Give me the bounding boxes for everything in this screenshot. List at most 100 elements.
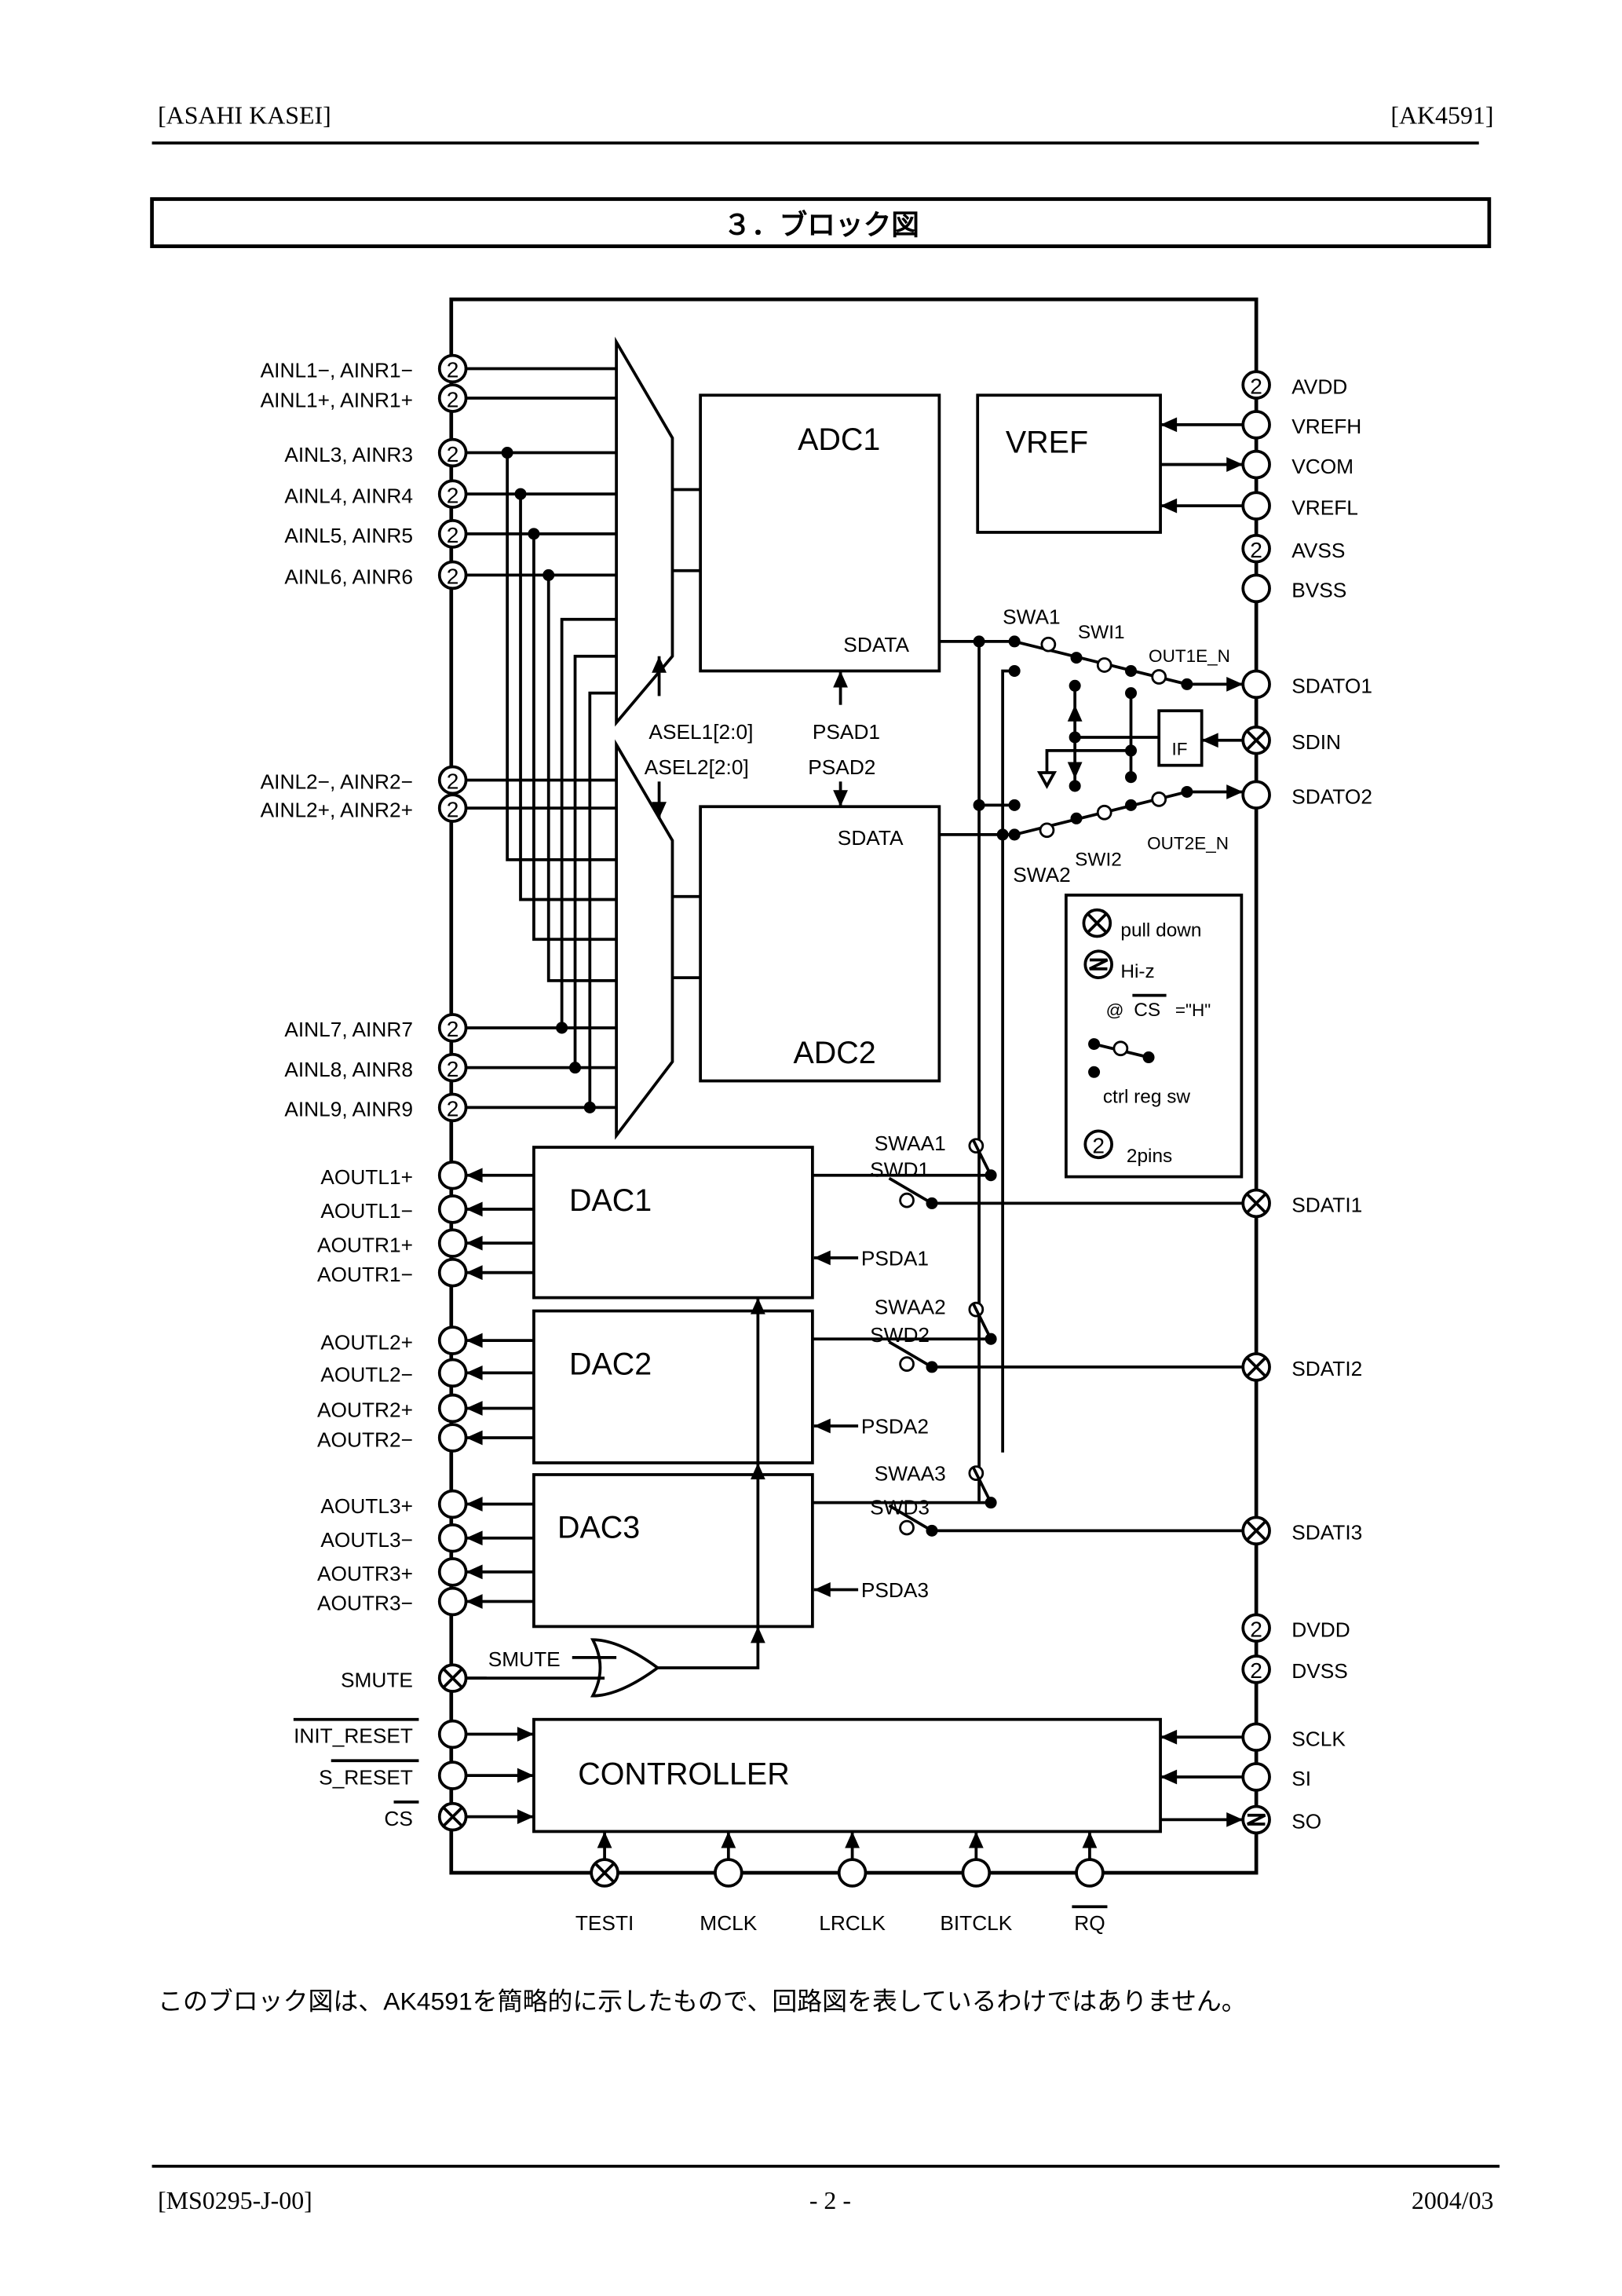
pin-left-symbol: [437, 1586, 468, 1617]
junction-dot: [1125, 664, 1138, 677]
junction-dot: [973, 635, 985, 648]
adc1-label: ADC1: [798, 422, 880, 457]
footer-doc-number: [MS0295-J-00]: [158, 2187, 312, 2214]
pin-circle: [1083, 1129, 1113, 1160]
pin-label-left: AOUTL1+: [320, 1165, 413, 1189]
pin-right-symbol: [1241, 1188, 1271, 1219]
legend-pull-down-symbol: [1082, 908, 1112, 938]
pin-circle: [1241, 370, 1271, 400]
diagram-note: このブロック図は、AK4591を簡略的に示したもので、回路図を表しているわけでは…: [158, 1987, 1247, 2016]
pin-label-right: AVDD: [1291, 375, 1347, 398]
pull-down-icon: [1246, 730, 1266, 751]
arrow-icon: [1160, 417, 1178, 433]
pin-label-right: VREFL: [1291, 495, 1358, 519]
analog-input-branch: [519, 494, 617, 901]
vref-label: VREF: [1006, 426, 1088, 460]
pin-left-symbol: 2: [437, 353, 468, 384]
pin-label-left: AINL9, AINR9: [284, 1098, 413, 1121]
pin-circle: [437, 1423, 468, 1453]
swd3-label: SWD3: [870, 1496, 930, 1519]
pin-left-symbol: 2: [437, 519, 468, 549]
section-title-box: [150, 197, 1492, 248]
arrow-icon: [517, 1768, 534, 1783]
pin-left-symbol: [437, 1358, 468, 1388]
arrow-icon: [1067, 762, 1083, 779]
pin-circle: [1241, 1654, 1271, 1684]
arrow-icon: [1226, 676, 1244, 692]
pin-bottom-symbol: [961, 1858, 992, 1888]
pin-right-symbol: [1241, 1515, 1271, 1546]
footer-date: 2004/03: [1412, 2187, 1494, 2214]
pin-label-left: AOUTL1−: [320, 1199, 413, 1223]
arrow-icon: [751, 1297, 765, 1314]
two-pins-icon: 2: [447, 387, 459, 411]
section-title: ３．ブロック図: [723, 210, 919, 241]
two-pins-icon: 2: [447, 797, 459, 821]
pin-label-right: DVSS: [1291, 1659, 1348, 1683]
junction-dot: [1088, 1066, 1101, 1078]
psda2-label: PSDA2: [861, 1414, 929, 1438]
two-pins-icon: 2: [1250, 538, 1262, 562]
pull-down-icon: [1246, 1193, 1266, 1214]
pin-right-symbol: [1241, 573, 1271, 604]
pin-label-right: SDATO1: [1291, 675, 1372, 698]
junction-dot: [1008, 635, 1021, 648]
pin-label-left: AINL4, AINR4: [284, 484, 413, 507]
adc2-block: [699, 805, 941, 1083]
pin-left-symbol: [437, 1194, 468, 1224]
pin-circle: [437, 1586, 468, 1617]
switch-contact: [1096, 804, 1112, 821]
or-gate-icon: [590, 1638, 660, 1698]
arrow-icon: [721, 1831, 736, 1848]
two-pins-icon: 2: [447, 1097, 459, 1121]
analog-input-branch: [573, 654, 617, 1068]
pin-circle: [437, 1489, 468, 1519]
pin-left-symbol: 2: [437, 1013, 468, 1043]
pin-label-left: AINL1−, AINR1−: [261, 359, 413, 382]
hi-z-icon: [1089, 958, 1109, 971]
pin-left-symbol: [437, 1489, 468, 1519]
pin-label-left: AOUTR3−: [317, 1592, 413, 1615]
ground-icon: [1036, 771, 1058, 789]
pin-circle: [1241, 1613, 1271, 1643]
pin-left-symbol: [437, 1160, 468, 1190]
pin-left-symbol: 2: [437, 1092, 468, 1123]
analog-input-branch: [506, 452, 617, 861]
pin-circle: [1241, 573, 1271, 604]
junction-dot: [1125, 771, 1138, 784]
arrow-icon: [466, 1594, 483, 1609]
legend-hi-z-label: Hi-z: [1120, 961, 1154, 982]
pin-right-symbol: [1241, 1722, 1271, 1753]
pin-label-right: SDATO2: [1291, 784, 1372, 808]
pin-label-bottom: TESTI: [575, 1911, 634, 1935]
hi-z-icon: [1247, 1813, 1266, 1826]
pin-label-left: AOUTR3+: [317, 1562, 413, 1585]
analog-input-branch: [546, 575, 617, 982]
psda1-label: PSDA1: [861, 1246, 929, 1270]
pin-label-left: AINL2+, AINR2+: [261, 798, 413, 821]
switch-lever: [888, 1504, 933, 1532]
legend-ctrl-reg-sw-label: ctrl reg sw: [1103, 1087, 1191, 1108]
swd1-label: SWD1: [870, 1158, 930, 1182]
arrow-icon: [466, 1235, 483, 1251]
swi1-label: SWI1: [1078, 622, 1125, 643]
pin-left-symbol: [437, 1557, 468, 1587]
psad1-label: PSAD1: [813, 720, 880, 744]
legend-pull-down-label: pull down: [1120, 920, 1201, 941]
pin-label-right: SDATI3: [1291, 1521, 1362, 1545]
pin-right-symbol: 2: [1241, 370, 1271, 400]
arrow-icon: [652, 656, 667, 673]
asel1-label: ASEL1[2:0]: [648, 720, 753, 744]
pull-down-icon: [1246, 1520, 1266, 1541]
arrow-icon: [813, 1418, 831, 1434]
two-pins-icon: 2: [447, 483, 459, 507]
switch-contact: [899, 1356, 915, 1372]
switch-contact: [1151, 669, 1167, 685]
pull-down-icon: [1246, 1357, 1266, 1377]
sdata-bus: [1001, 669, 1015, 1453]
arrow-icon: [1082, 1831, 1098, 1848]
header-part-number: [AK4591]: [1390, 102, 1493, 130]
arrow-icon: [597, 1831, 612, 1848]
pin-circle: [1075, 1858, 1105, 1888]
legend-two-pins-symbol: 2: [1083, 1129, 1113, 1160]
